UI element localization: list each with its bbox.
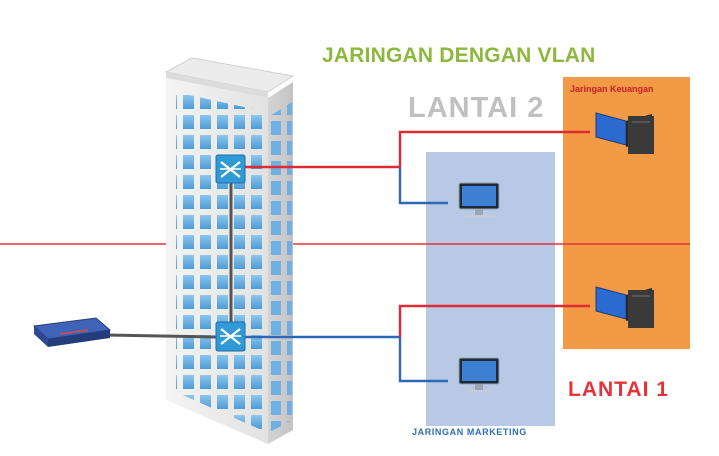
imac-icon <box>458 182 500 217</box>
network-switch-icon <box>215 321 246 352</box>
network-switch-icon <box>215 154 246 184</box>
vlan-blue-link-floor1 <box>245 335 448 383</box>
monitor-icon <box>595 286 654 328</box>
vlan-red-link-floor1 <box>398 304 590 337</box>
diagram-title: JARINGAN DENGAN VLAN <box>322 44 596 67</box>
vlan-blue-link-floor2 <box>398 167 448 205</box>
router-link <box>104 333 217 339</box>
router-icon <box>32 317 112 347</box>
finance-network-label: Jaringan Keuangan <box>570 84 654 94</box>
floor-2-label: LANTAI 2 <box>408 92 545 124</box>
floor-1-label: LANTAI 1 <box>568 378 669 401</box>
marketing-network-label: JARINGAN MARKETING <box>412 427 527 437</box>
imac-icon <box>458 357 500 392</box>
vlan-red-link-floor2 <box>245 130 590 169</box>
monitor-icon <box>595 112 654 154</box>
